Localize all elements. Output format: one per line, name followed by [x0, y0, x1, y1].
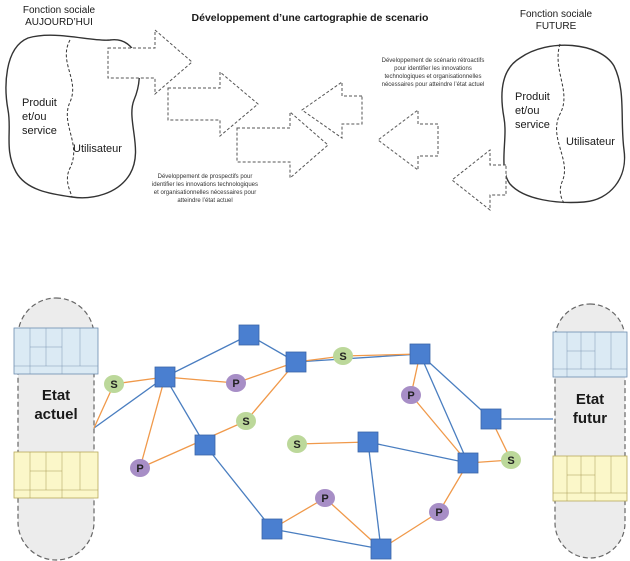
right-blob-produit-3: service — [515, 119, 550, 131]
scenario-node-label-p1: P — [232, 378, 239, 390]
right-social-function-blob — [501, 44, 626, 204]
right-function-title-line2: FUTURE — [536, 21, 577, 32]
milestone-node-b9 — [261, 518, 283, 540]
retro-text-3: technologiques et organisationnelles — [384, 74, 481, 80]
future-state-yellow-canvas — [552, 455, 628, 502]
edge-b2-b5 — [164, 376, 206, 446]
retro-text-4: nécessaires pour atteindre l’état actuel — [382, 82, 485, 88]
edge-s2-b4 — [342, 353, 421, 357]
scenario-nodes: S S S S S P P P P P — [104, 347, 521, 521]
current-state-capsule: Etat actuel — [13, 297, 99, 561]
diagram-title: Développement d’une cartographie de scen… — [192, 12, 429, 24]
edge-b3-b4 — [295, 353, 421, 363]
milestone-node-b7 — [480, 408, 502, 430]
current-state-blue-canvas — [13, 327, 99, 375]
edge-b6-b8 — [367, 441, 469, 464]
edge-b4-b7 — [419, 353, 492, 420]
edge-p2-b8 — [410, 394, 469, 464]
future-state-label-1: Etat — [576, 391, 604, 408]
scenario-node-label-s2: S — [339, 351, 346, 363]
current-state-label-2: actuel — [34, 406, 77, 423]
scenario-node-p2 — [401, 386, 421, 404]
retro-text-2: pour identifier les innovations — [394, 66, 472, 72]
edge-b5-b9 — [204, 444, 273, 530]
left-function-title-line1: Fonction sociale — [23, 5, 96, 16]
milestone-node-b8 — [457, 452, 479, 474]
edge-p3-s3 — [139, 420, 247, 469]
milestone-node-b1 — [238, 324, 260, 346]
milestone-node-b10 — [370, 538, 392, 560]
right-blob-produit-2: et/ou — [515, 105, 539, 117]
milestone-node-b5 — [194, 434, 216, 456]
edge-b2-p3 — [139, 376, 166, 469]
prospective-text-1: Développement de prospectifs pour — [158, 174, 253, 180]
left-function-title-line2: AUJOURD’HUI — [25, 17, 93, 28]
left-blob-produit-1: Produit — [22, 97, 57, 109]
scenario-node-p1 — [226, 374, 246, 392]
left-blob-produit-2: et/ou — [22, 111, 46, 123]
scenario-node-p5 — [429, 503, 449, 521]
edge-s4-b6 — [296, 441, 369, 445]
scenario-node-p3 — [130, 459, 150, 477]
edge-b10-b6 — [367, 441, 382, 550]
retro-text-1: Développement de scénario rétroactifs — [382, 58, 485, 64]
right-function-title-line1: Fonction sociale — [520, 9, 593, 20]
current-state-yellow-canvas — [13, 451, 99, 499]
scenario-node-label-s5: S — [507, 455, 514, 467]
scenario-node-label-p4: P — [321, 493, 328, 505]
forward-arrow-1 — [107, 28, 193, 96]
prospective-text-2: identifier les innovations technologique… — [152, 182, 258, 188]
blue-edges — [93, 334, 553, 550]
right-blob-produit-1: Produit — [515, 91, 550, 103]
milestone-nodes — [154, 324, 502, 560]
backward-arrow-3 — [451, 148, 507, 212]
milestone-node-b3 — [285, 351, 307, 373]
future-state-blue-canvas — [552, 331, 628, 378]
forward-arrow-2 — [167, 70, 259, 138]
scenario-node-s4 — [287, 435, 307, 453]
scenario-node-label-p3: P — [136, 463, 143, 475]
scenario-node-label-p5: P — [435, 507, 442, 519]
scenario-node-label-p2: P — [407, 390, 414, 402]
scenario-node-p4 — [315, 489, 335, 507]
current-state-label-1: Etat — [42, 387, 70, 404]
edge-la-b2 — [93, 376, 166, 429]
scenario-node-s3 — [236, 412, 256, 430]
scenario-node-label-s3: S — [242, 416, 249, 428]
edge-b2-p1 — [164, 376, 237, 384]
future-state-label-2: futur — [573, 410, 607, 427]
scenario-node-label-s1: S — [110, 379, 117, 391]
prospective-text-3: et organisationnelles nécessaires pour — [154, 190, 256, 196]
scenario-node-s2 — [333, 347, 353, 365]
right-blob-divider — [556, 43, 565, 204]
milestone-node-b2 — [154, 366, 176, 388]
edge-b2-b1 — [164, 334, 250, 378]
left-blob-utilisateur: Utilisateur — [73, 143, 122, 155]
right-blob-utilisateur: Utilisateur — [566, 136, 615, 148]
scenario-node-s1 — [104, 375, 124, 393]
left-social-function-blob — [5, 34, 141, 199]
milestone-node-b4 — [409, 343, 431, 365]
scenario-node-s5 — [501, 451, 521, 469]
forward-arrow-3 — [236, 110, 329, 180]
left-blob-divider — [65, 39, 75, 198]
edge-b9-b10 — [271, 528, 382, 550]
backward-arrow-2 — [377, 109, 439, 171]
backward-arrow-1 — [301, 81, 363, 139]
prospective-text-4: atteindre l’état actuel — [177, 198, 232, 204]
left-blob-produit-3: service — [22, 125, 57, 137]
milestone-node-b6 — [357, 431, 379, 453]
scenario-node-label-s4: S — [293, 439, 300, 451]
edge-b4-b8 — [419, 353, 469, 464]
future-state-capsule: Etat futur — [552, 303, 628, 559]
